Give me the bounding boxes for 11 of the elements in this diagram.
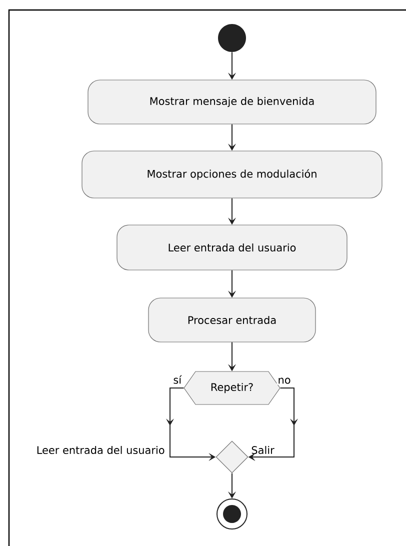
branch-label: Salir (252, 446, 274, 454)
edge-label: no (276, 376, 292, 385)
end-circle (216, 498, 248, 530)
action-box: Leer entrada del usuario (116, 224, 348, 270)
action-box: Procesar entrada (148, 298, 316, 342)
branch-label: Leer entrada del usuario (37, 446, 164, 454)
action-box: Mostrar mensaje de bienvenida (88, 80, 376, 124)
start-circle (218, 24, 246, 52)
action-box: Mostrar opciones de modulación (82, 150, 382, 198)
edge-label: sí (172, 374, 183, 385)
merge-diamond (216, 440, 248, 474)
